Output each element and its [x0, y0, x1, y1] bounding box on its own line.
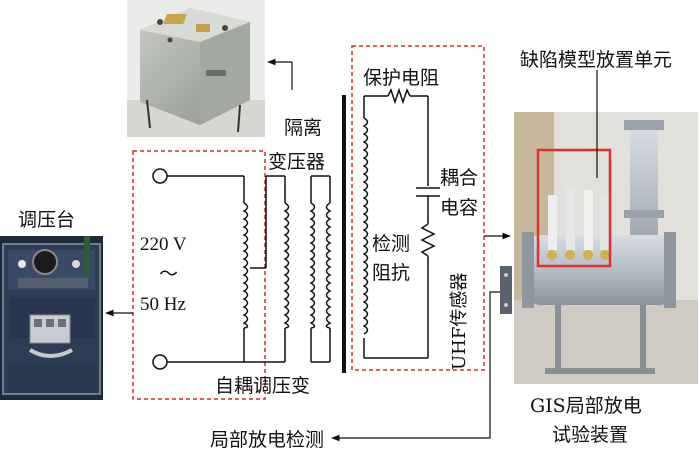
source-dashed-box	[132, 150, 266, 400]
isolation-transformer-photo	[127, 0, 265, 137]
primary-coil	[283, 202, 290, 329]
protection-resistor-label: 保护电阻	[363, 67, 439, 89]
source-terminal-top	[152, 168, 168, 184]
source-voltage-label: 220 V	[140, 234, 187, 255]
uhf-cable	[336, 291, 500, 439]
voltage-regulator-photo	[0, 236, 103, 400]
defect-model-unit-label: 缺陷模型放置单元	[520, 49, 672, 71]
coupling-capacitor-label-2: 电容	[440, 197, 478, 219]
uhf-sensor-label: UHF传感器	[449, 273, 470, 370]
isolation-transformer	[283, 175, 332, 363]
defect-model-highlight-box	[536, 148, 612, 268]
gis-test-device-photo	[500, 112, 698, 384]
source-frequency-label: 50 Hz	[140, 294, 186, 315]
gis-test-device-label-2: 试验装置	[552, 424, 628, 446]
auto-transformer-coil	[242, 202, 249, 329]
pd-detection-label: 局部放电检测	[210, 429, 324, 451]
protection-resistor	[387, 87, 411, 105]
coupling-capacitor-label-1: 耦合	[440, 167, 478, 189]
isolation-transformer-label-1: 隔离	[284, 117, 322, 139]
transformer-core	[342, 95, 346, 373]
detection-impedance	[420, 223, 436, 257]
detection-impedance-label-2: 阻抗	[372, 262, 410, 284]
hv-winding	[362, 117, 369, 335]
source-tilde-label: ～	[159, 263, 178, 285]
labels: 调压台 隔离 变压器 220 V ～ 50 Hz 自耦调压变 保护电阻 耦合 电…	[18, 49, 672, 451]
source-terminal-bottom	[152, 354, 168, 370]
hv-circuit	[362, 87, 440, 359]
auto-transformer-label: 自耦调压变	[215, 375, 310, 397]
isolation-transformer-label-2: 变压器	[268, 151, 325, 173]
gis-test-device-label-1: GIS局部放电	[530, 395, 642, 417]
detection-impedance-label-1: 检测	[372, 233, 410, 255]
connection-arrows	[105, 58, 598, 442]
measurement-dashed-box	[351, 45, 485, 371]
source-circuit	[152, 168, 285, 370]
voltage-regulator-label: 调压台	[18, 209, 75, 231]
